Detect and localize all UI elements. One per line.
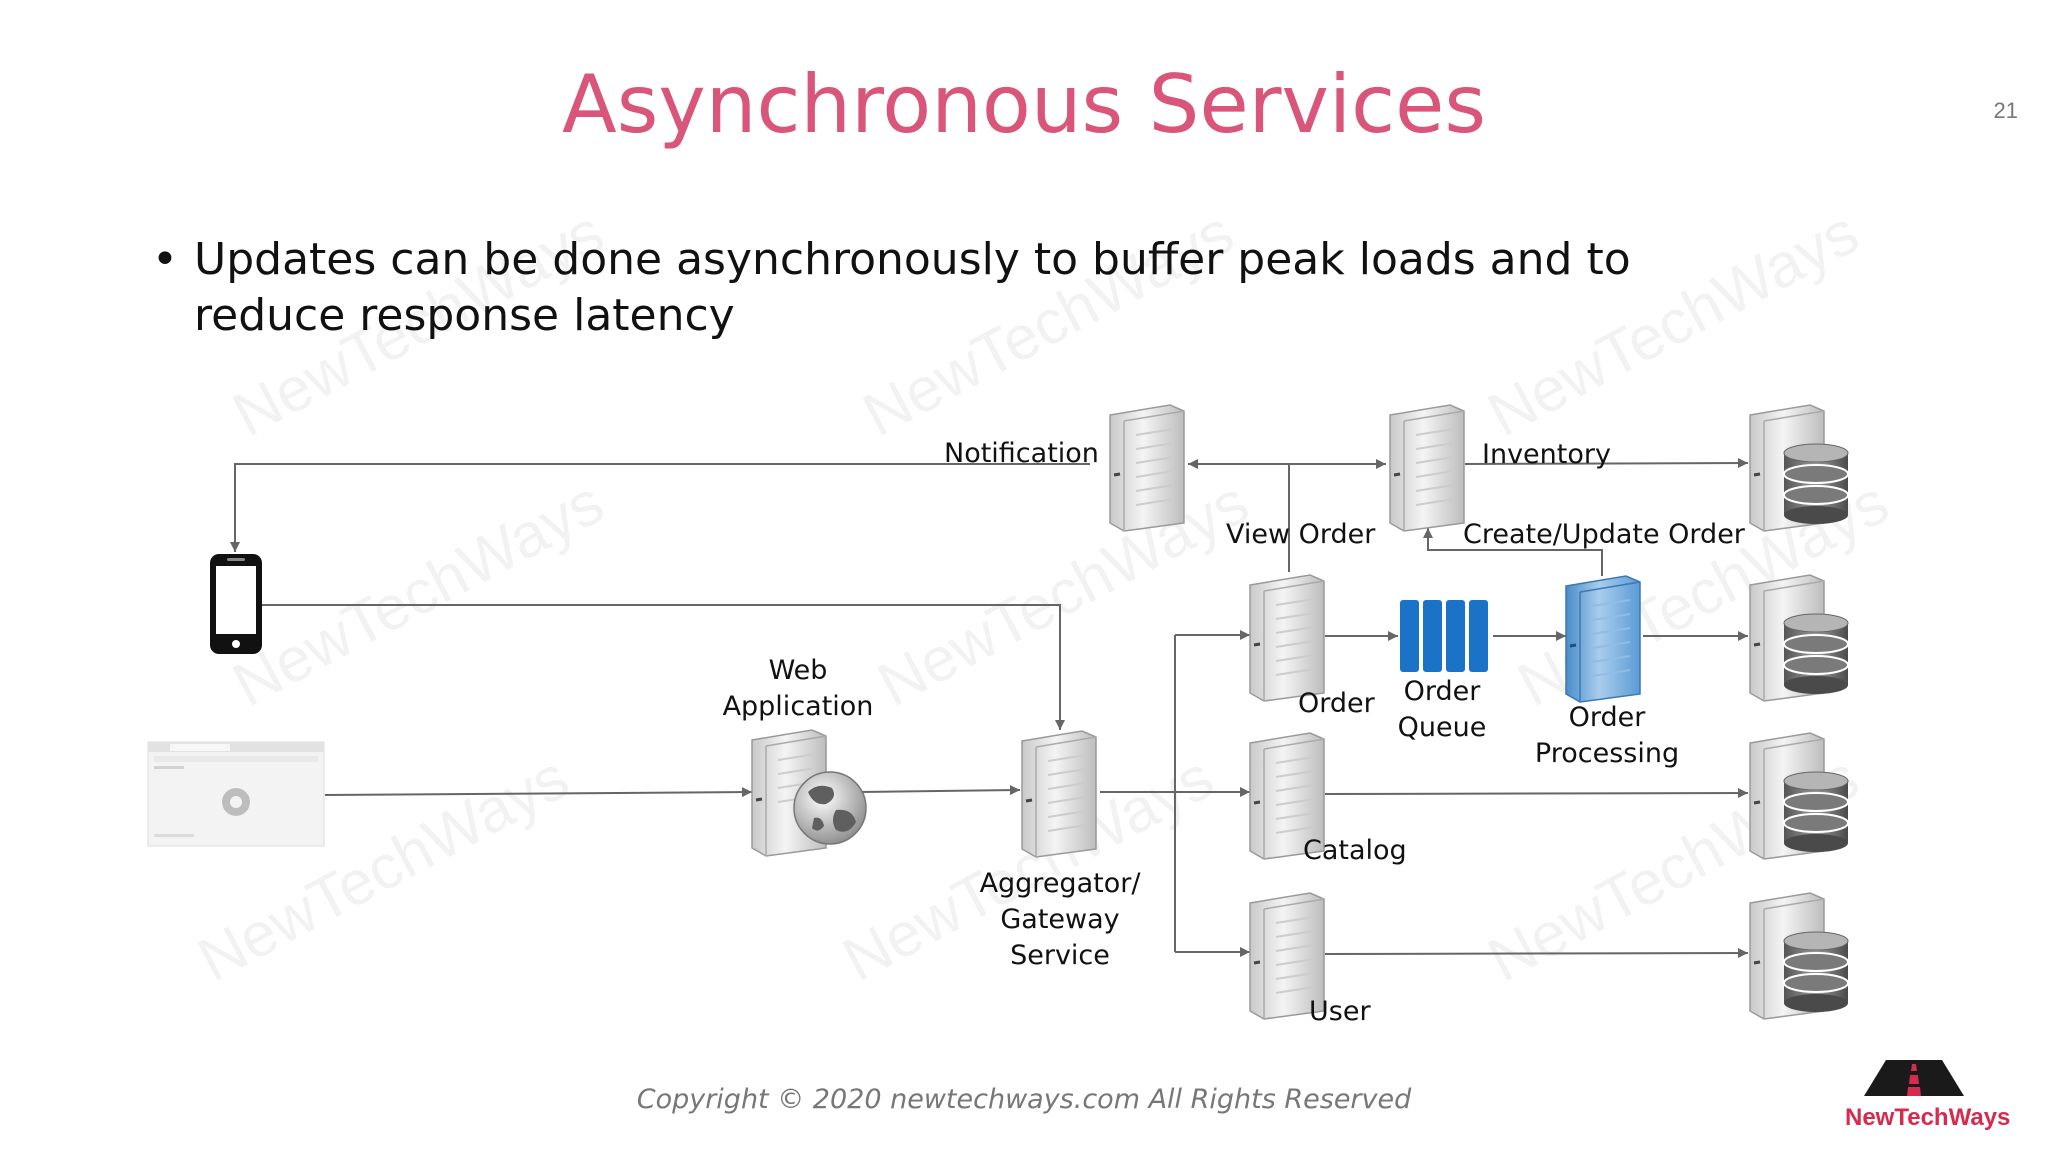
server-icon-notification — [1109, 404, 1185, 532]
label-notification: Notification — [944, 438, 1099, 469]
server-icon-inventory — [1389, 404, 1465, 532]
server-icon-order-processing — [1565, 575, 1641, 703]
database-server-icon — [1749, 404, 1849, 532]
label-inventory: Inventory — [1482, 439, 1611, 470]
server-icon-user — [1249, 892, 1325, 1020]
label-web-application: Web Application — [722, 655, 874, 722]
label-user: User — [1309, 996, 1371, 1027]
webapp-to-aggregator-arrow — [859, 785, 1021, 796]
processing-to-inventory-arrow — [1423, 528, 1603, 576]
bullet-text: Updates can be done asynchronously to bu… — [194, 234, 1631, 341]
connectors — [230, 458, 1749, 959]
label-view-order: View Order — [1226, 519, 1376, 550]
notification-to-phone-arrow — [230, 463, 1090, 552]
database-server-icon — [1749, 574, 1849, 702]
server-icon-order — [1249, 574, 1325, 702]
page-number: 21 — [1993, 98, 2018, 123]
label-order-queue: Order Queue — [1397, 676, 1487, 743]
catalog-to-db-arrow — [1324, 788, 1749, 799]
server-icon-aggregator — [1021, 730, 1097, 858]
browser-to-webapp-arrow — [324, 787, 753, 798]
web-server-globe-icon — [751, 729, 867, 857]
bullet-icon: • — [152, 234, 178, 285]
database-server-icon — [1749, 892, 1849, 1020]
browser-window-icon — [147, 741, 325, 847]
logo-text: NewTechWays — [1845, 1104, 2011, 1131]
label-create-update-order: Create/Update Order — [1463, 519, 1745, 550]
slide-title: Asynchronous Services — [561, 58, 1487, 151]
message-queue-icon — [1400, 600, 1488, 672]
mobile-phone-icon — [210, 554, 262, 654]
database-server-icon — [1749, 732, 1849, 860]
label-catalog: Catalog — [1303, 835, 1407, 866]
server-icon-catalog — [1249, 732, 1325, 860]
inventory-to-db-arrow — [1464, 458, 1749, 469]
copyright-footer: Copyright © 2020 newtechways.com All Rig… — [636, 1084, 1412, 1115]
label-aggregator-gateway-service: Aggregator/ Gateway Service — [979, 868, 1141, 971]
label-order-processing: Order Processing — [1534, 702, 1680, 769]
phone-to-aggregator-arrow — [262, 604, 1065, 730]
newtechways-logo-icon — [1864, 1060, 1964, 1096]
label-order: Order — [1298, 688, 1375, 719]
user-to-db-arrow — [1324, 948, 1749, 959]
